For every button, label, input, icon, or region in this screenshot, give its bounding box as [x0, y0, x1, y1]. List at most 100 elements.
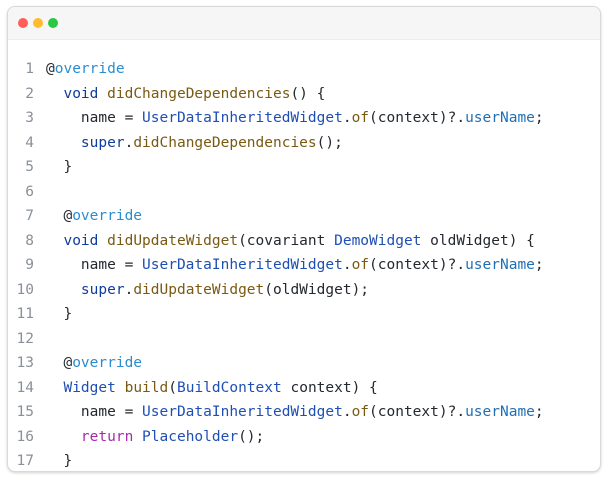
code-token: } [46, 159, 73, 175]
line-number: 2 [25, 85, 34, 102]
code-text: return Placeholder(); [46, 425, 264, 450]
code-token: UserDataInheritedWidget [142, 404, 343, 420]
line-number: 9 [25, 257, 34, 273]
code-token: name = [46, 257, 143, 273]
line-number: 6 [25, 183, 34, 200]
code-line: 12 [8, 327, 600, 352]
code-token [46, 135, 81, 151]
code-token: (context)?. [369, 257, 466, 273]
line-number: 11 [16, 306, 34, 322]
code-line: 14 Widget build(BuildContext context) { [8, 376, 600, 401]
code-token: ; [534, 110, 544, 126]
code-line: 4 super.didChangeDependencies(); [8, 131, 600, 156]
line-number: 4 [25, 134, 34, 151]
code-token [98, 233, 107, 249]
line-number: 7 [25, 208, 34, 224]
code-token: () { [290, 85, 326, 102]
code-line: 16 return Placeholder(); [8, 425, 600, 450]
code-text: } [46, 302, 72, 327]
line-number: 15 [16, 404, 34, 420]
code-token: . [342, 404, 352, 420]
code-token: didUpdateWidget [107, 232, 239, 249]
code-text: void didChangeDependencies() { [46, 82, 325, 107]
code-line: 17 } [8, 449, 600, 471]
code-token: ( [168, 379, 177, 396]
code-token: override [72, 355, 143, 371]
code-line: 7 @override [8, 204, 600, 229]
code-line: 13 @override [8, 351, 600, 376]
code-token: (context)?. [369, 404, 466, 420]
line-number: 10 [16, 281, 34, 298]
line-number: 14 [16, 379, 34, 396]
code-line: 3 name = UserDataInheritedWidget.of(cont… [8, 106, 600, 131]
code-token: . [342, 110, 352, 126]
code-line: 15 name = UserDataInheritedWidget.of(con… [8, 400, 600, 425]
line-number: 3 [25, 110, 34, 126]
zoom-dot-icon[interactable] [48, 18, 58, 28]
code-token: userName [465, 257, 535, 273]
code-token: super [80, 134, 125, 151]
close-dot-icon[interactable] [18, 18, 28, 28]
code-token: name = [46, 404, 143, 420]
line-number: 5 [25, 159, 34, 175]
code-token: . [124, 281, 134, 298]
code-text: super.didUpdateWidget(oldWidget); [46, 278, 369, 303]
code-token: void [63, 85, 99, 102]
code-text: void didUpdateWidget(covariant DemoWidge… [46, 229, 534, 254]
code-token: ; [534, 257, 544, 273]
code-line: 6 [8, 180, 600, 205]
code-token: build [124, 379, 169, 396]
code-token: UserDataInheritedWidget [142, 257, 343, 273]
code-token: (covariant [238, 232, 335, 249]
code-text: @override [46, 351, 142, 376]
code-token [46, 233, 63, 249]
code-token: UserDataInheritedWidget [142, 110, 343, 126]
line-number: 12 [16, 330, 34, 347]
line-number: 13 [16, 355, 34, 371]
code-token: ; [534, 404, 544, 420]
code-token: (context)?. [369, 110, 466, 126]
code-text: @override [46, 57, 125, 82]
code-token [46, 429, 81, 445]
code-token: of [351, 404, 370, 420]
code-line: 10 super.didUpdateWidget(oldWidget); [8, 278, 600, 303]
code-token: userName [465, 404, 535, 420]
code-token: } [46, 453, 73, 469]
line-number: 1 [25, 61, 34, 77]
code-token: BuildContext [176, 379, 282, 396]
code-token: didChangeDependencies [107, 85, 291, 102]
code-token: DemoWidget [334, 232, 422, 249]
code-token: didUpdateWidget [133, 281, 265, 298]
line-number: 16 [16, 428, 34, 445]
line-number: 8 [25, 232, 34, 249]
code-token [133, 429, 142, 445]
code-token: of [351, 110, 370, 126]
code-token: didChangeDependencies [133, 134, 317, 151]
code-token: @ [46, 208, 73, 224]
code-token: return [80, 428, 134, 445]
line-number: 17 [16, 453, 34, 469]
code-token [46, 282, 81, 298]
code-token: Placeholder [142, 428, 239, 445]
code-text: name = UserDataInheritedWidget.of(contex… [46, 400, 544, 425]
minimize-dot-icon[interactable] [33, 18, 43, 28]
code-line: 1 @override [8, 57, 600, 82]
code-text: name = UserDataInheritedWidget.of(contex… [46, 106, 544, 131]
code-token: @ [46, 355, 73, 371]
code-token: @ [46, 61, 55, 77]
code-token: . [342, 257, 352, 273]
code-line: 5 } [8, 155, 600, 180]
code-token [46, 380, 63, 396]
code-token: (oldWidget); [264, 281, 370, 298]
code-line: 8 void didUpdateWidget(covariant DemoWid… [8, 229, 600, 254]
code-token: context) { [281, 379, 378, 396]
code-token: override [54, 61, 125, 77]
code-token [98, 86, 107, 102]
code-text: } [46, 155, 72, 180]
code-token [46, 86, 63, 102]
code-token: super [80, 281, 125, 298]
code-token: name = [46, 110, 143, 126]
code-token: Widget [63, 379, 116, 396]
